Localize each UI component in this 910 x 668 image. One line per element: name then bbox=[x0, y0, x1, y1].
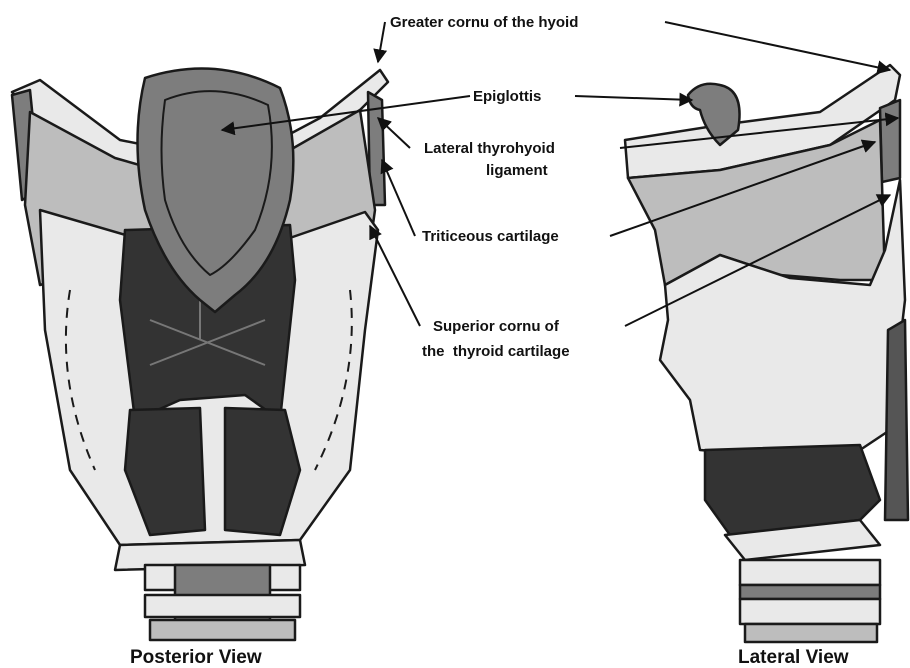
leader-greater-cornu-right bbox=[665, 22, 890, 70]
lateral-trachea-ring-2 bbox=[740, 599, 880, 624]
leader-greater-cornu-left bbox=[378, 22, 385, 62]
label-greater-cornu: Greater cornu of the hyoid bbox=[390, 14, 578, 31]
lateral-trachea-band bbox=[740, 585, 880, 599]
label-superior-cornu-line1: Superior cornu of bbox=[433, 318, 560, 335]
label-lateral-thyrohyoid-line1: Lateral thyrohyoid bbox=[424, 140, 555, 157]
lateral-trachea-ring-3 bbox=[745, 624, 877, 642]
label-lateral-thyrohyoid-line2: ligament bbox=[486, 162, 548, 179]
label-epiglottis: Epiglottis bbox=[473, 88, 541, 105]
labels: Greater cornu of the hyoid Epiglottis La… bbox=[390, 14, 578, 360]
leader-epiglottis-right bbox=[575, 96, 692, 100]
label-triticeous: Triticeous cartilage bbox=[422, 228, 559, 245]
posterior-view bbox=[12, 69, 388, 640]
lateral-view bbox=[625, 65, 908, 642]
lateral-thyrohyoid-ligament bbox=[880, 100, 900, 182]
posterior-trachea-ring-2 bbox=[145, 595, 300, 617]
lateral-posterior-muscle bbox=[885, 320, 908, 520]
caption-posterior-view: Posterior View bbox=[130, 647, 262, 668]
label-superior-cornu-line2: the thyroid cartilage bbox=[422, 343, 570, 360]
caption-lateral-view: Lateral View bbox=[738, 647, 849, 668]
leader-superior-cornu-left bbox=[370, 226, 420, 326]
lateral-trachea-ring-1 bbox=[740, 560, 880, 585]
posterior-trachea-ring-3 bbox=[150, 620, 295, 640]
leader-triticeous-left bbox=[382, 160, 415, 236]
